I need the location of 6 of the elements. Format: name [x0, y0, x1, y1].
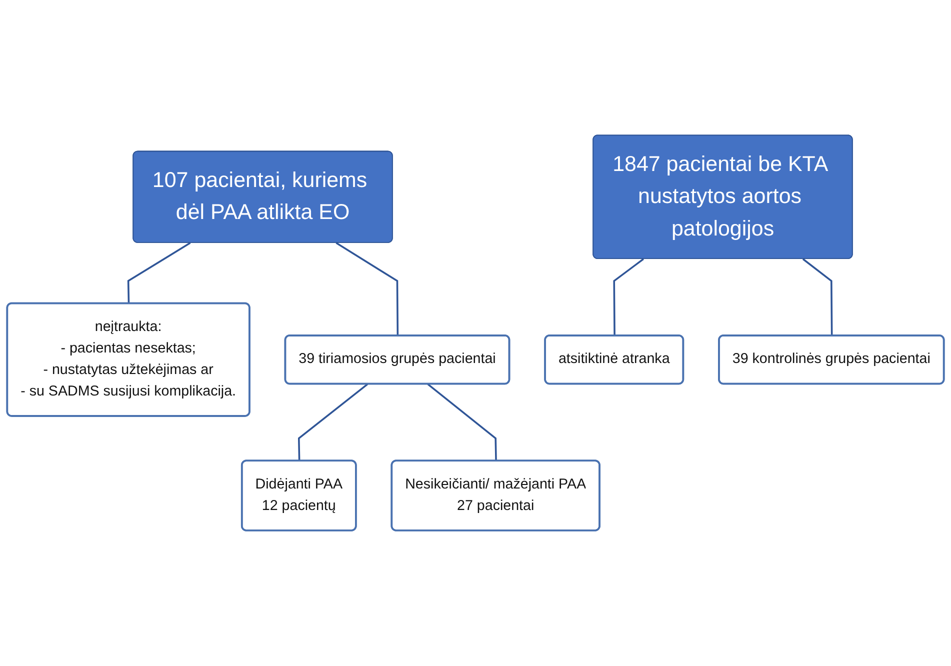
connector — [802, 258, 833, 336]
connector — [298, 384, 368, 462]
connector — [427, 384, 497, 462]
connector — [127, 242, 191, 304]
connector — [613, 258, 644, 336]
connector — [336, 242, 399, 336]
